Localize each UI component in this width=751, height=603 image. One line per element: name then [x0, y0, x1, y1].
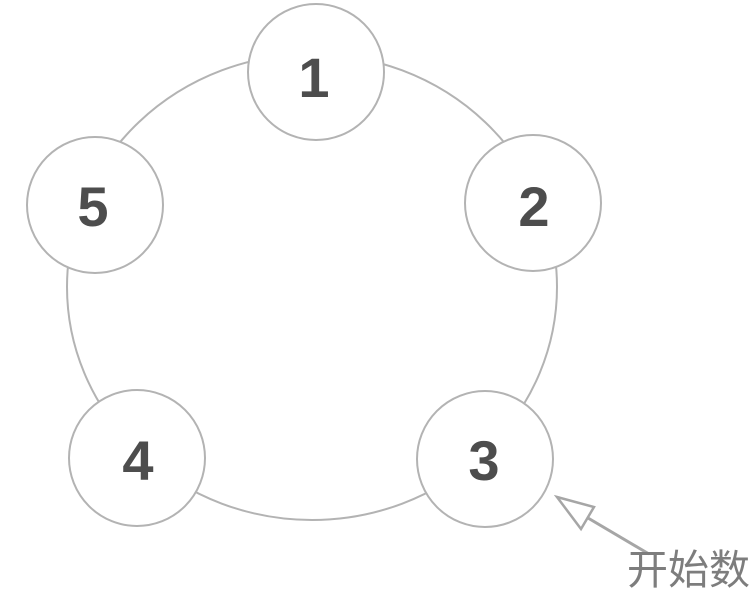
node-5-label: 5 — [77, 175, 109, 238]
start-arrow — [553, 494, 650, 556]
node-3-label: 3 — [468, 429, 500, 492]
node-circle-5 — [26, 136, 164, 274]
node-circle-4 — [68, 389, 206, 527]
arrow-head-icon — [553, 494, 596, 532]
node-2-label: 2 — [518, 175, 550, 238]
node-circle-2 — [464, 134, 602, 272]
node-circle-3 — [416, 390, 554, 528]
node-4-label: 4 — [122, 429, 154, 492]
node-1-label: 1 — [298, 46, 330, 109]
arrow-shaft — [587, 516, 650, 556]
annotation-text: 开始数 — [627, 547, 750, 593]
node-circle-1 — [247, 3, 385, 141]
